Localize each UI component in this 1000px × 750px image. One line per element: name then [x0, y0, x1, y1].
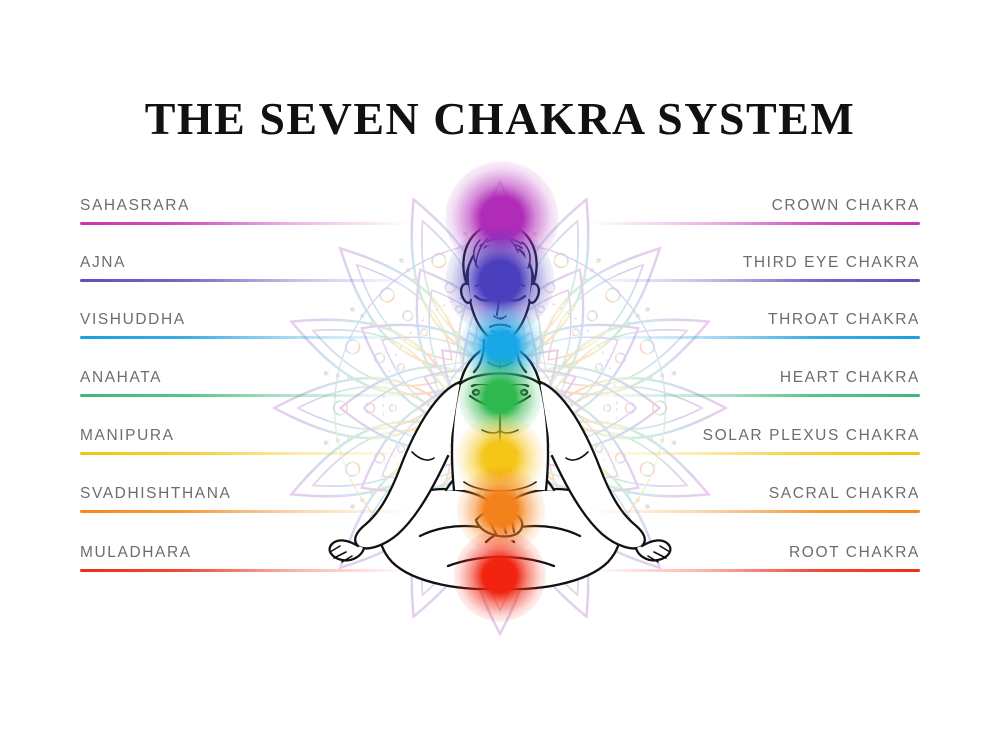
sanskrit-label-sahasrara[interactable]: SAHASRARA: [80, 197, 191, 214]
chakra-rule-right-sacral-chakra: [590, 510, 920, 513]
chakra-row: ANAHATA HEART CHAKRA: [0, 369, 1000, 409]
english-label-heart-chakra[interactable]: HEART CHAKRA: [779, 369, 920, 386]
chakra-rule-right-throat-chakra: [590, 336, 920, 339]
english-label-solar-plexus-chakra[interactable]: SOLAR PLEXUS CHAKRA: [702, 427, 920, 444]
english-label-sacral-chakra[interactable]: SACRAL CHAKRA: [768, 485, 920, 502]
chakra-rule-right-third-eye-chakra: [590, 279, 920, 282]
chakra-rule-left-crown-chakra: [80, 222, 410, 225]
english-label-third-eye-chakra[interactable]: THIRD EYE CHAKRA: [742, 254, 920, 271]
english-label-crown-chakra[interactable]: CROWN CHAKRA: [771, 197, 920, 214]
page-title: THE SEVEN CHAKRA SYSTEM: [144, 93, 856, 144]
chakra-rule-right-solar-plexus-chakra: [590, 452, 920, 455]
chakra-row: MANIPURA SOLAR PLEXUS CHAKRA: [0, 427, 1000, 467]
chakra-rule-left-solar-plexus-chakra: [80, 452, 410, 455]
chakra-row: SVADHISHTHANA SACRAL CHAKRA: [0, 485, 1000, 525]
chakra-rule-right-root-chakra: [590, 569, 920, 572]
chakra-rule-right-crown-chakra: [590, 222, 920, 225]
chakra-rule-left-third-eye-chakra: [80, 279, 410, 282]
chakra-rule-left-throat-chakra: [80, 336, 410, 339]
sanskrit-label-manipura[interactable]: MANIPURA: [80, 427, 175, 444]
chakra-rule-left-root-chakra: [80, 569, 410, 572]
sanskrit-label-muladhara[interactable]: MULADHARA: [80, 544, 192, 561]
chakra-rule-left-heart-chakra: [80, 394, 410, 397]
chakra-row: SAHASRARA CROWN CHAKRA: [0, 197, 1000, 237]
english-label-root-chakra[interactable]: ROOT CHAKRA: [789, 544, 920, 561]
sanskrit-label-vishuddha[interactable]: VISHUDDHA: [80, 311, 186, 328]
chakra-row: MULADHARA ROOT CHAKRA: [0, 544, 1000, 584]
sanskrit-label-svadhishthana[interactable]: SVADHISHTHANA: [80, 485, 232, 502]
sanskrit-label-ajna[interactable]: AJNA: [80, 254, 127, 271]
chakra-row: AJNA THIRD EYE CHAKRA: [0, 254, 1000, 294]
chakra-rule-left-sacral-chakra: [80, 510, 410, 513]
sanskrit-label-anahata[interactable]: ANAHATA: [80, 369, 163, 386]
chakra-row: VISHUDDHA THROAT CHAKRA: [0, 311, 1000, 351]
chakra-rule-right-heart-chakra: [590, 394, 920, 397]
english-label-throat-chakra[interactable]: THROAT CHAKRA: [768, 311, 920, 328]
